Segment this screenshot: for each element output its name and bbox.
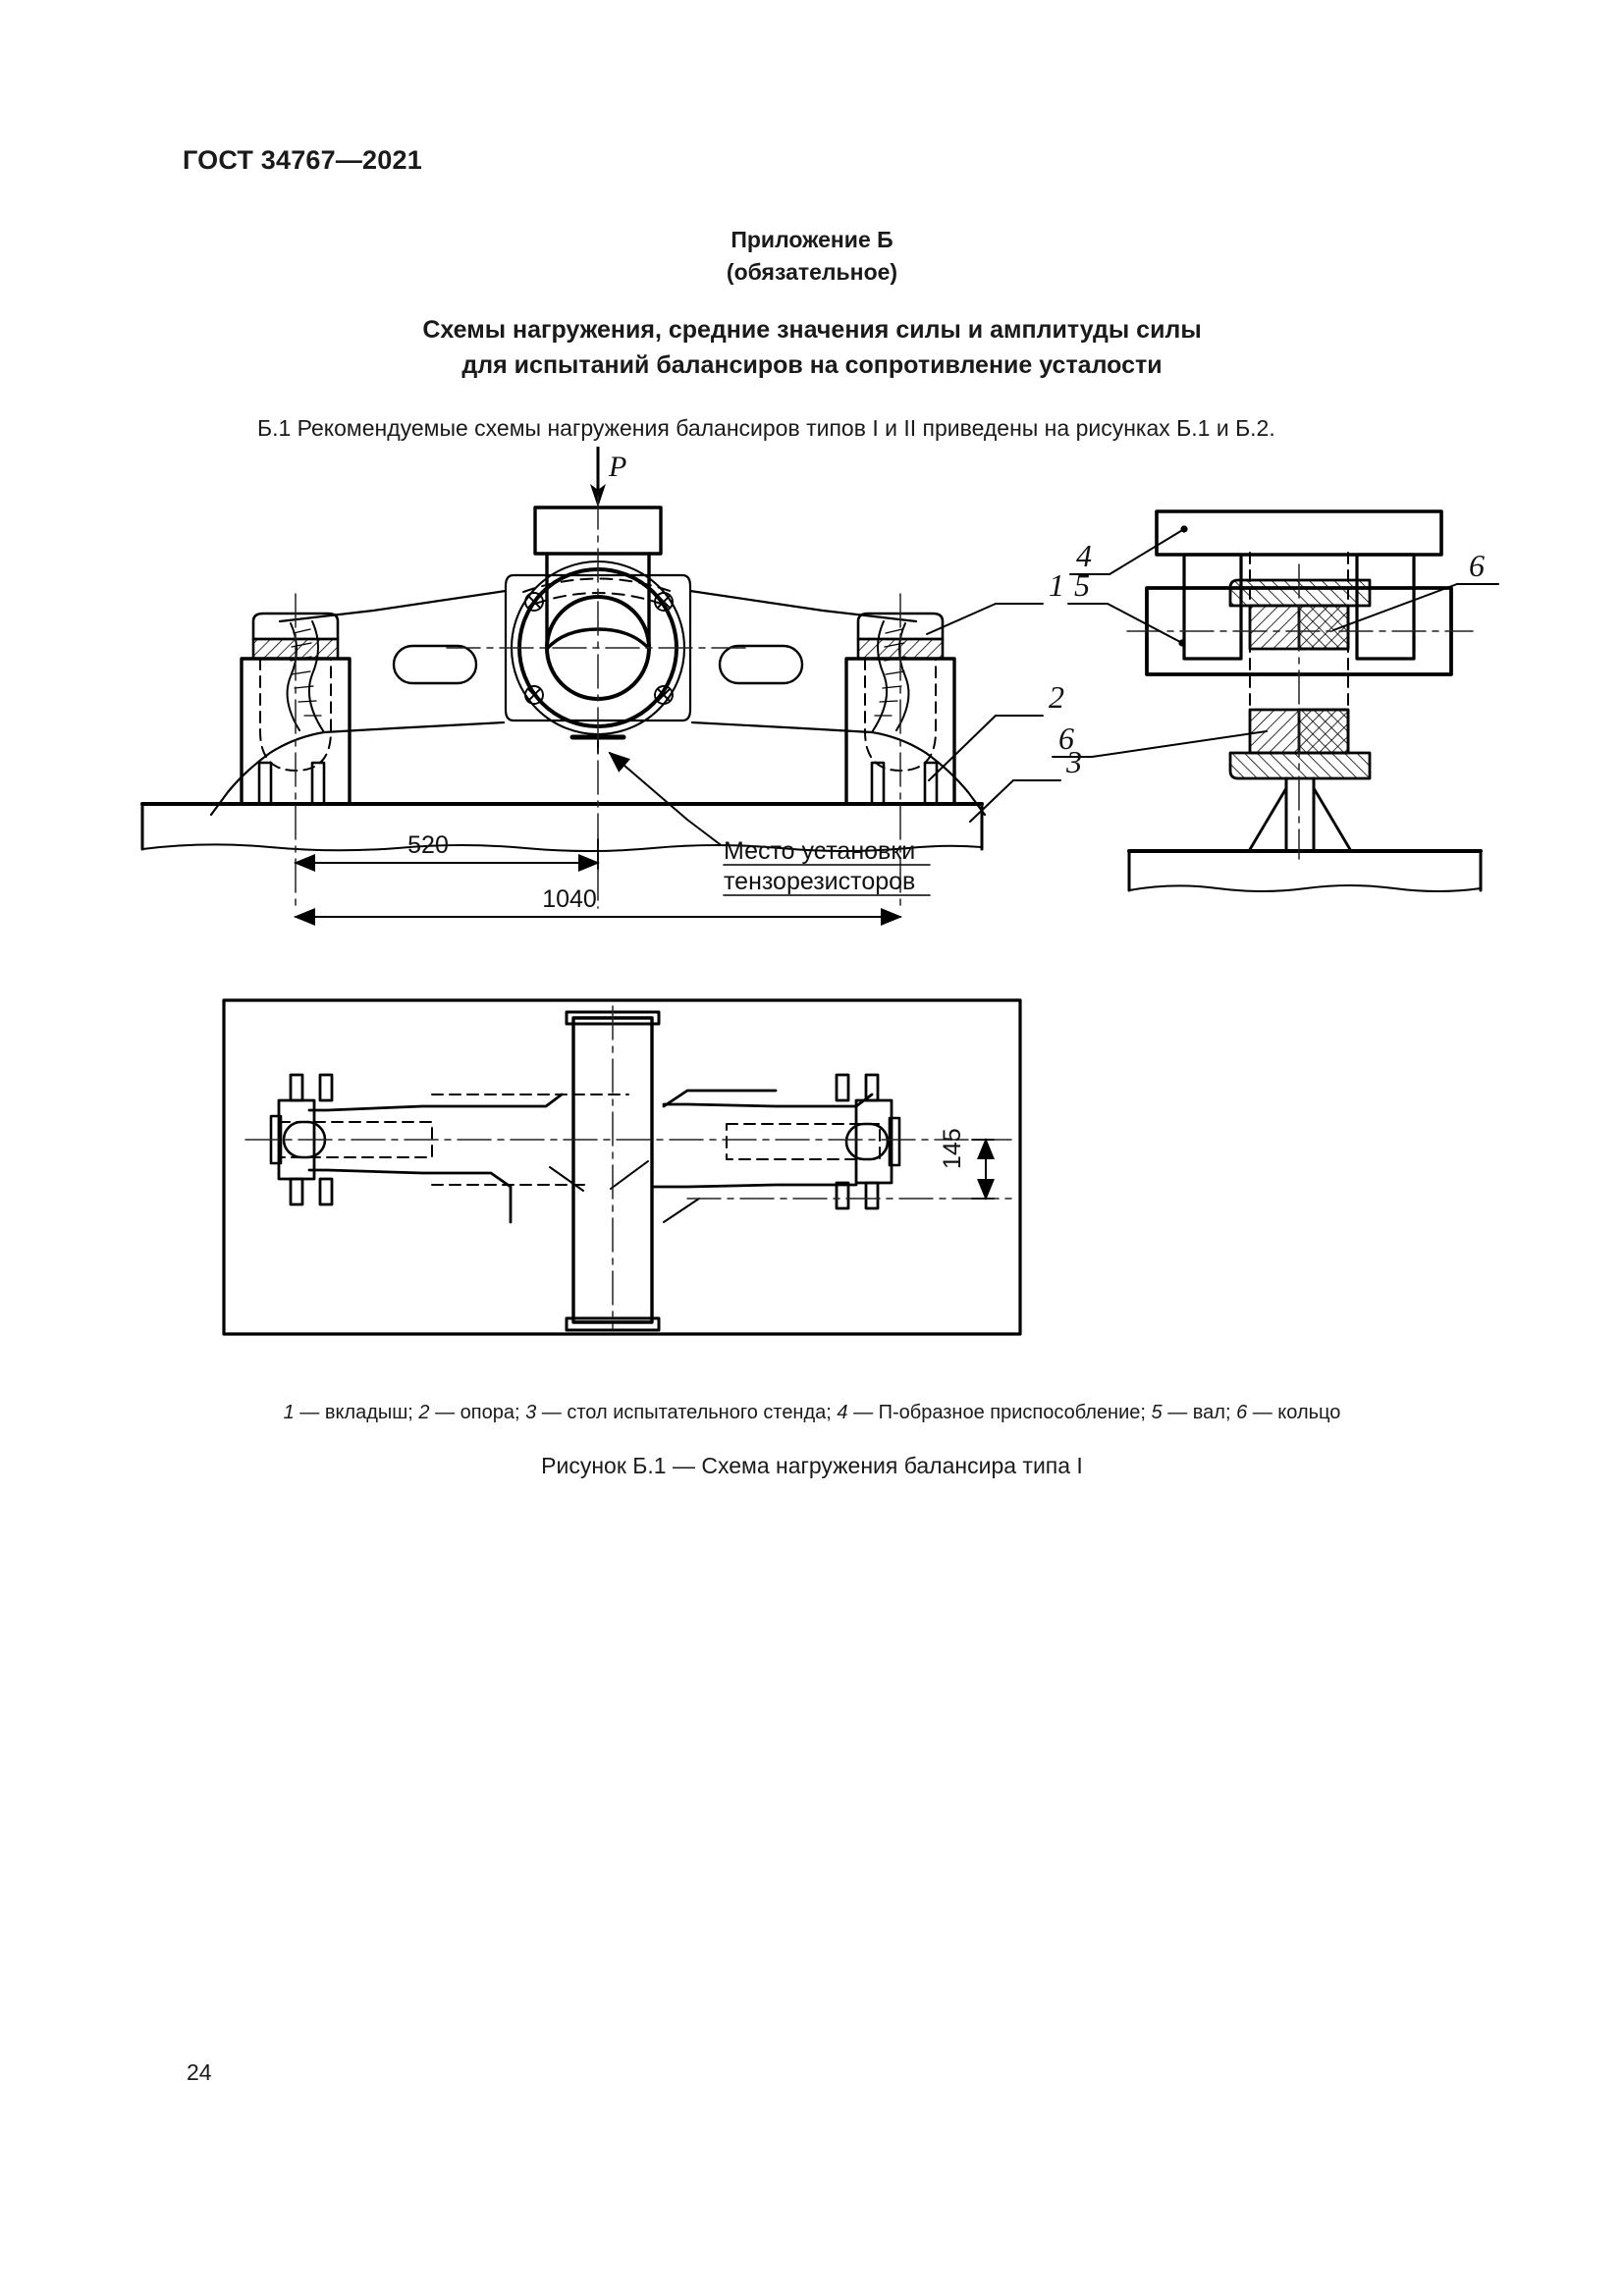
- annex-heading: Приложение Б (обязательное): [0, 224, 1624, 288]
- annex-subtitle: (обязательное): [726, 258, 898, 285]
- callout-6-upper: 6: [1469, 548, 1485, 583]
- figure-caption: Рисунок Б.1 — Схема нагружения балансира…: [541, 1453, 1083, 1478]
- paragraph-b1: Б.1 Рекомендуемые схемы нагружения балан…: [257, 415, 1275, 441]
- figure-b1-drawing: P 520 1040 Место установки тензорезистор…: [0, 447, 1624, 1438]
- strain-gauge-annotation-line1: Место установки: [724, 837, 915, 865]
- strain-gauge-annotation-line2: тензорезисторов: [724, 868, 915, 895]
- section-title-line-1: Схемы нагружения, средние значения силы …: [422, 316, 1202, 344]
- figure-legend: 1 — вкладыш; 2 — опора; 3 — стол испытат…: [0, 1402, 1624, 1424]
- load-label-p: P: [608, 451, 626, 483]
- figure-legend-text: 1 — вкладыш; 2 — опора; 3 — стол испытат…: [283, 1402, 1341, 1423]
- standard-header: ГОСТ 34767—2021: [183, 145, 422, 175]
- dimension-520: 520: [407, 831, 449, 859]
- dimension-145: 145: [939, 1128, 966, 1169]
- callout-5: 5: [1074, 567, 1090, 603]
- dimension-1040: 1040: [542, 885, 597, 913]
- callout-2: 2: [1049, 679, 1064, 715]
- section-title-line-2: для испытаний балансиров на сопротивлени…: [461, 351, 1163, 380]
- callout-4: 4: [1076, 538, 1092, 573]
- section-title: Схемы нагружения, средние значения силы …: [0, 312, 1624, 384]
- annex-title: Приложение Б: [731, 227, 893, 252]
- callout-3: 3: [1065, 744, 1082, 779]
- callout-1: 1: [1049, 567, 1064, 603]
- technical-drawing-svg: P 520 1040 Место установки тензорезистор…: [140, 447, 1499, 1336]
- callout-6-lower: 6: [1058, 721, 1074, 756]
- page-number: 24: [187, 2059, 212, 2085]
